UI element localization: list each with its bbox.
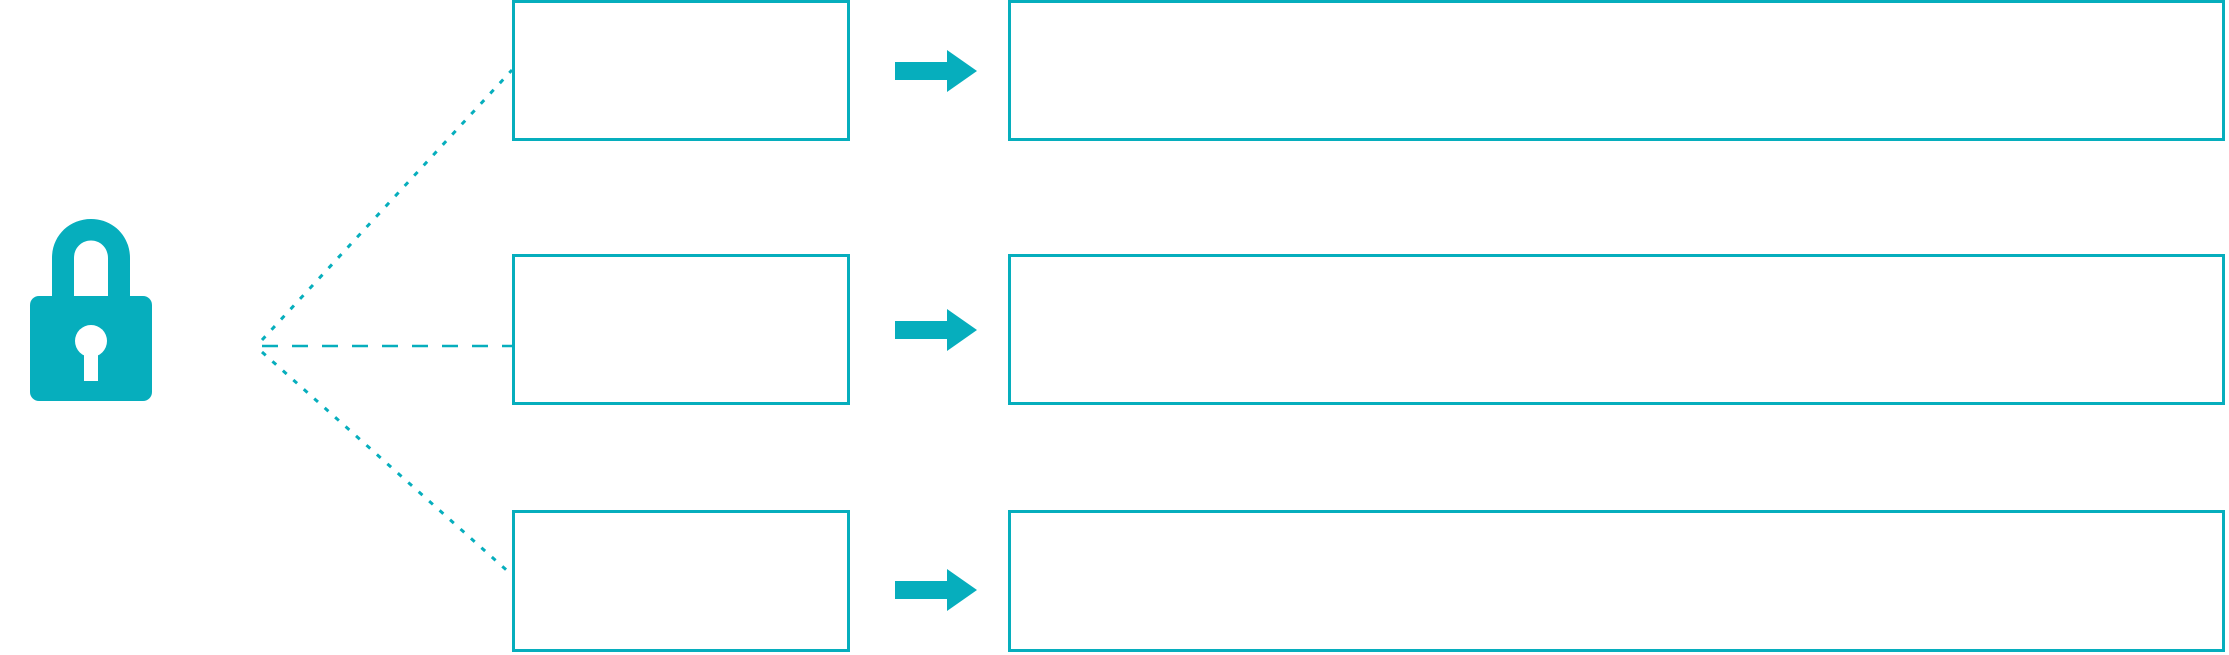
arrow-row-2-wrap	[895, 309, 977, 351]
arrow-right-icon	[895, 569, 977, 611]
arrow-row-1-wrap	[895, 50, 977, 92]
left-box-row-2[interactable]	[512, 254, 850, 405]
right-box-row-3[interactable]	[1008, 510, 2225, 652]
arrow-right-icon	[895, 309, 977, 351]
arrow-row-3-wrap	[895, 569, 977, 611]
right-box-row-1[interactable]	[1008, 0, 2225, 141]
arrow-right-icon	[895, 50, 977, 92]
connector-line-row-1	[260, 68, 514, 342]
lock-icon-wrap	[28, 215, 154, 405]
connector-line-row-3	[261, 350, 513, 577]
left-box-row-3[interactable]	[512, 510, 850, 652]
right-box-row-2[interactable]	[1008, 254, 2225, 405]
lock-icon	[30, 219, 152, 401]
left-box-row-1[interactable]	[512, 0, 850, 141]
